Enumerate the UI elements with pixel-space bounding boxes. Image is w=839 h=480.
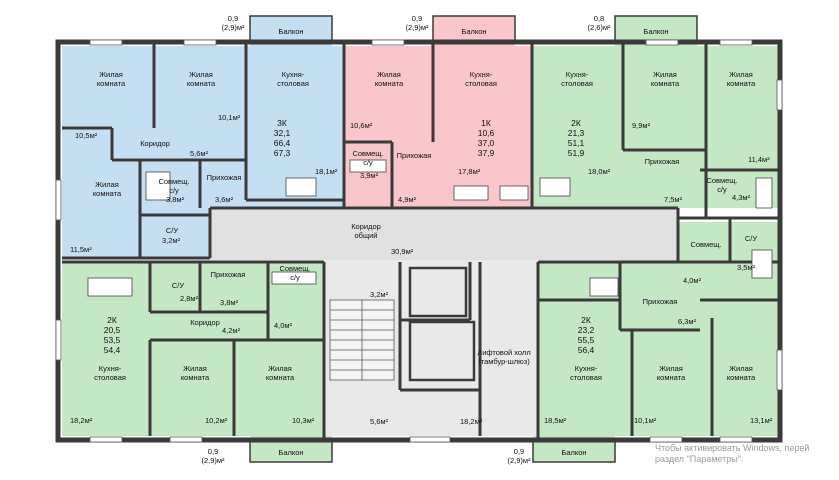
balcony-label-3: Балкон (643, 27, 669, 36)
room-area: 5,6м² (370, 417, 389, 426)
room-area: 3,9м² (360, 171, 379, 180)
room-area: 4,0м² (274, 321, 293, 330)
room-label-living: Жилая комната (726, 364, 756, 382)
room-label-kitchen: Кухня- столовая (465, 70, 497, 88)
room-area: 10,5м² (75, 131, 98, 140)
room-label-kitchen: Кухня- столовая (94, 364, 126, 382)
bathroom-fixtures (145, 159, 773, 285)
balcony-area-top-right: 0,8 (2,6)м² (587, 14, 611, 32)
room-label-bath: Совмещ. с/у (352, 149, 384, 167)
room-area: 3,8м² (166, 195, 185, 204)
room-area: 11,4м² (748, 155, 770, 164)
room-label-living: Жилая комната (656, 364, 686, 382)
room-label-lift-hall: Лифтовой холл (тамбур-шлюз) (477, 348, 531, 366)
room-label-bath: Совмещ. (690, 240, 722, 249)
room-area: 10,1м² (634, 416, 657, 425)
apartment-summary-2k-bottom-right: 2К 23,2 55,5 56,4 (577, 315, 595, 355)
watermark-line-1: Чтобы активировать Windows, перей (655, 443, 810, 453)
room-area: 10,6м² (350, 121, 373, 130)
apartment-summary-1k: 1К 10,6 37,0 37,9 (477, 118, 495, 158)
room-area: 4,3м² (732, 193, 751, 202)
room-label-living: Жилая комната (726, 70, 756, 88)
room-area: 10,3м² (292, 416, 315, 425)
room-label-bath: Совмещ. с/у (279, 264, 311, 282)
room-area: 9,9м² (632, 121, 651, 130)
room-label-hall: Прихожая (642, 297, 678, 306)
room-area: 4,0м² (683, 276, 702, 285)
room-area: 11,5м² (70, 245, 92, 254)
apartment-2k-bottom-right-fill (533, 262, 778, 462)
room-label-kitchen: Кухня- столовая (570, 364, 602, 382)
room-label-wc: С/У (171, 281, 185, 290)
balcony-area-top-left: 0,9 (2,9)м² (221, 14, 245, 32)
balcony-area-bottom-left: 0,9 (2,9)м² (201, 447, 225, 465)
room-label-kitchen: Кухня- столовая (277, 70, 309, 88)
windows-activation-watermark: Чтобы активировать Windows, перей раздел… (655, 443, 809, 465)
room-area: 18,1м² (315, 167, 338, 176)
room-label-hall: Прихожая (206, 173, 242, 182)
elevator-shafts (408, 266, 476, 382)
apartment-summary-2k-bottom-left: 2К 20,5 53,5 54,4 (103, 315, 121, 355)
room-label-corridor: Коридор (190, 318, 220, 327)
room-area: 4,9м² (398, 195, 417, 204)
room-label-living: Жилая комната (186, 70, 216, 88)
balcony-area-bottom-mid: 0,9 (2,9)м² (507, 447, 531, 465)
room-area: 2,8м² (180, 294, 199, 303)
balcony-area-top-mid: 0,9 (2,9)м² (405, 14, 429, 32)
room-label-wc: С/У (744, 234, 758, 243)
inner-walls (62, 44, 778, 440)
room-area: 18,0м² (588, 167, 611, 176)
room-area: 6,3м² (678, 317, 697, 326)
kitchen-fixtures (87, 177, 619, 297)
room-label-kitchen: Кухня- столовая (561, 70, 593, 88)
room-area: 7,5м² (664, 195, 683, 204)
room-label-bath: Совмещ. с/у (706, 176, 738, 194)
room-area: 18,5м² (544, 416, 567, 425)
room-area: 18,2м² (70, 416, 93, 425)
room-area: 3,8м² (220, 298, 239, 307)
room-label-hall: Прихожая (210, 270, 246, 279)
balcony-label-1: Балкон (278, 27, 304, 36)
windows (55, 39, 783, 443)
room-label-common-corridor: Коридор общий (351, 222, 381, 240)
apartment-summary-3k: 3К 32,1 66,4 67,3 (273, 118, 291, 158)
room-label-living: Жилая комната (374, 70, 404, 88)
room-area: 3,2м² (162, 236, 181, 245)
room-area: 10,1м² (218, 113, 241, 122)
balcony-label-2: Балкон (461, 27, 487, 36)
room-area: 18,2м² (460, 417, 483, 426)
room-label-living: Жилая комната (650, 70, 680, 88)
room-area: 30,9м² (391, 247, 414, 256)
watermark-line-2: раздел "Параметры". (655, 454, 744, 464)
apartment-summary-2k-top: 2К 21,3 51,1 51,9 (567, 118, 585, 158)
room-area: 10,2м² (205, 416, 228, 425)
room-area: 13,1м² (750, 416, 773, 425)
balcony-label-5: Балкон (561, 448, 587, 457)
room-area: 3,2м² (370, 290, 389, 299)
room-area: 5,6м² (190, 149, 209, 158)
room-label-living: Жилая комната (96, 70, 126, 88)
balcony-label-4: Балкон (278, 448, 304, 457)
room-label-living: Жилая комната (265, 364, 295, 382)
room-label-hall: Прихожая (644, 157, 680, 166)
room-label-bath: Совмещ. с/у (158, 177, 190, 195)
room-label-living: Жилая комната (92, 180, 122, 198)
staircase (329, 299, 395, 381)
room-area: 17,8м² (458, 167, 481, 176)
room-area: 3,5м² (737, 263, 756, 272)
room-label-living: Жилая комната (180, 364, 210, 382)
room-label-corridor: Коридор (140, 139, 170, 148)
room-area: 3,6м² (215, 195, 234, 204)
room-area: 4,2м² (222, 326, 241, 335)
room-label-hall: Прихожая (396, 151, 432, 160)
room-label-wc: С/У (165, 226, 179, 235)
